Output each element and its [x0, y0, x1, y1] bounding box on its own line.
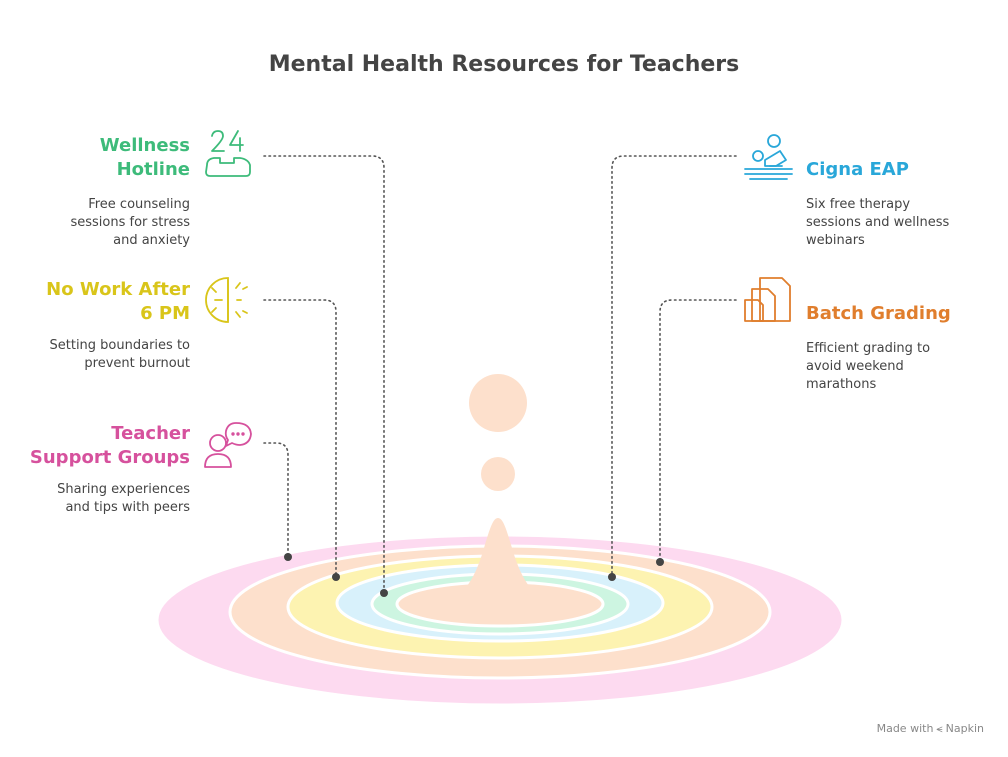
phone-24-icon [205, 130, 251, 177]
resource-title-wellness-hotline: Wellness Hotline [99, 135, 190, 180]
connector-wellness-hotline [263, 155, 385, 593]
endpoint-no-work-after-6pm [332, 573, 340, 581]
made-with-footer: Made with⪪Napkin [877, 722, 984, 736]
ripple-rings [155, 533, 845, 707]
connector-no-work-after-6pm [263, 299, 337, 577]
clock-boundary-icon [205, 277, 248, 323]
endpoint-batch-grading [656, 558, 664, 566]
resource-title-batch-grading: Batch Grading [806, 303, 951, 324]
napkin-logo-icon: ⪪ [936, 722, 943, 735]
footer-brand: Napkin [945, 722, 984, 735]
person-chat-icon [204, 422, 252, 468]
drop-small [481, 457, 515, 491]
resource-desc-batch-grading: Efficient grading to avoid weekend marat… [806, 341, 931, 392]
resource-title-cigna-eap: Cigna EAP [806, 159, 909, 180]
resource-title-teacher-support-groups: Teacher Support Groups [29, 423, 190, 468]
resource-desc-cigna-eap: Six free therapy sessions and wellness w… [806, 197, 950, 248]
connector-batch-grading [659, 299, 737, 562]
resource-desc-no-work-after-6pm: Setting boundaries to prevent burnout [49, 338, 191, 371]
drop-large [469, 374, 527, 432]
resource-title-no-work-after-6pm: No Work After 6 PM [46, 279, 190, 324]
therapy-icon [744, 134, 793, 180]
endpoint-cigna-eap [608, 573, 616, 581]
connector-teacher-support-groups [263, 442, 289, 558]
resource-desc-teacher-support-groups: Sharing experiences and tips with peers [57, 482, 190, 515]
connector-cigna-eap [611, 155, 737, 577]
document-stack-icon [744, 277, 791, 322]
resource-desc-wellness-hotline: Free counseling sessions for stress and … [70, 197, 190, 248]
footer-prefix: Made with [876, 722, 934, 735]
endpoint-wellness-hotline [380, 589, 388, 597]
splash-peak [434, 518, 562, 607]
endpoint-teacher-support-groups [284, 553, 292, 561]
diagram-title: Mental Health Resources for Teachers [268, 52, 740, 77]
